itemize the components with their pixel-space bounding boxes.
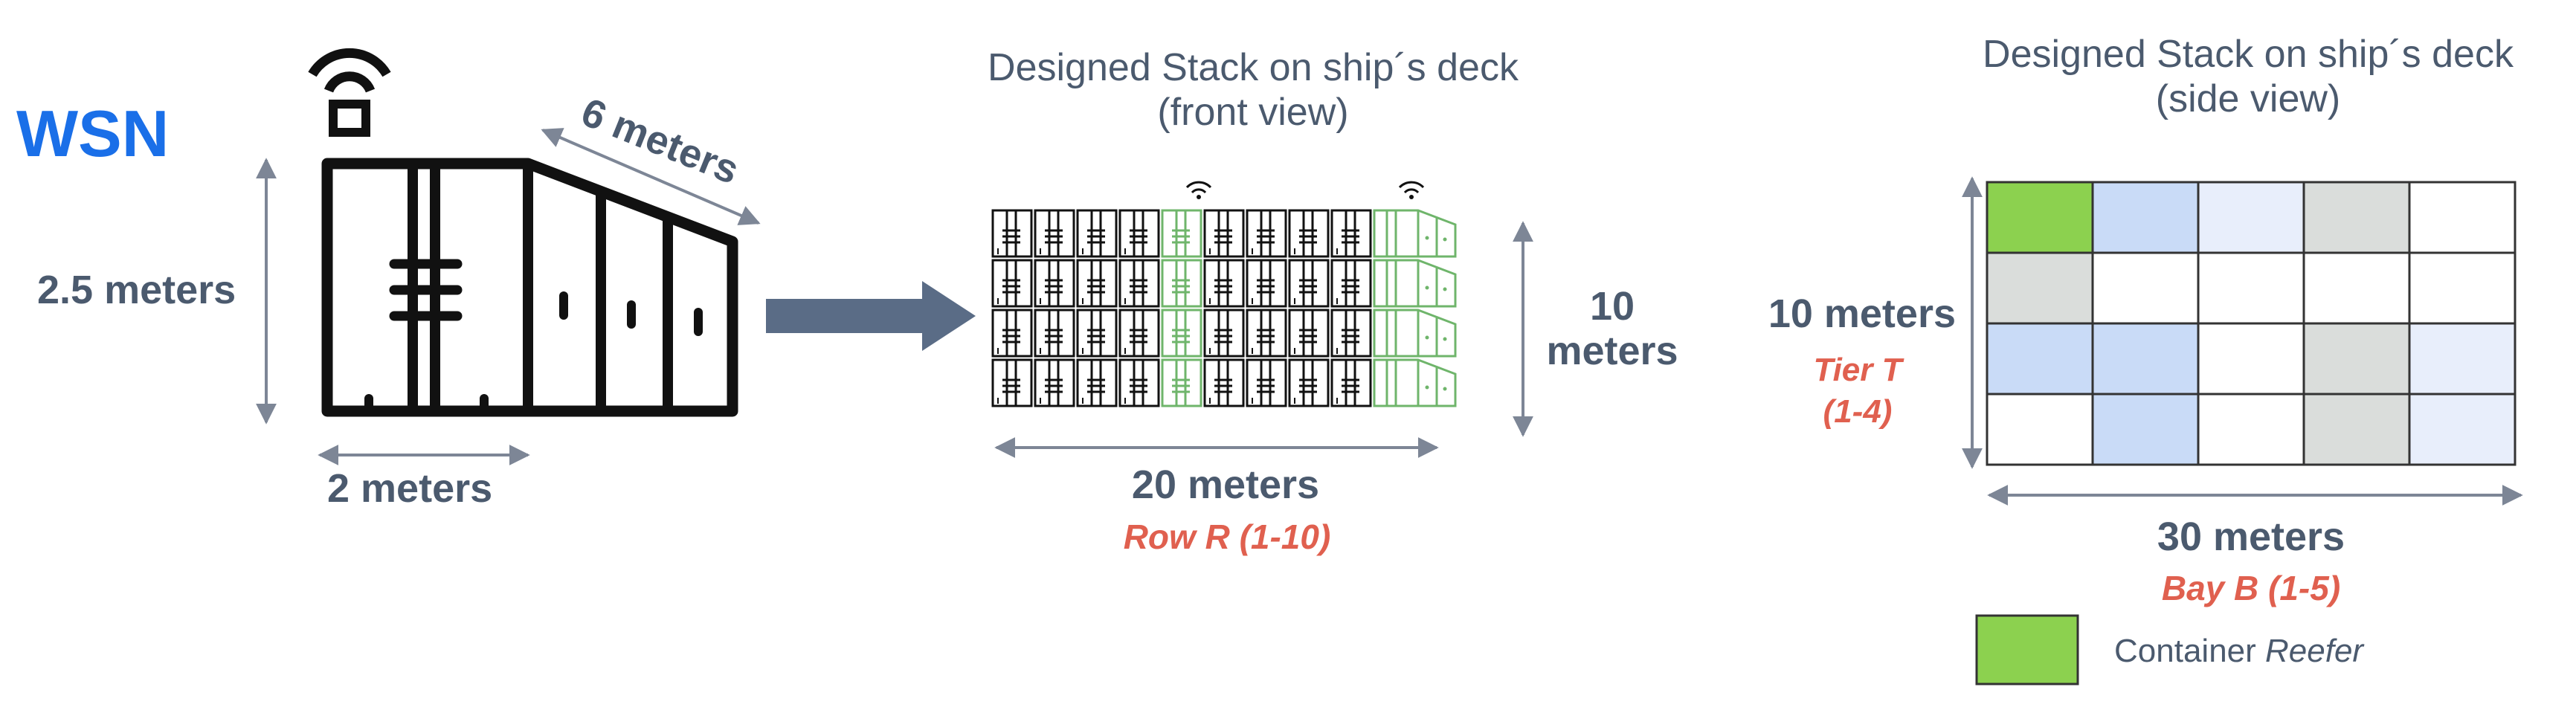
container-icon	[991, 209, 1033, 258]
container-icon	[1288, 209, 1330, 258]
front-view-title-line1: Designed Stack on ship´s deck	[988, 46, 1519, 89]
container-icon	[1203, 259, 1245, 308]
reefer-container-icon	[1373, 309, 1457, 358]
reefer-container-icon	[1161, 209, 1202, 258]
reefer-container-icon	[1161, 358, 1202, 407]
container-cell	[2408, 322, 2517, 396]
container-icon	[1246, 209, 1287, 258]
flow-arrow	[766, 281, 976, 351]
container-icon	[1330, 309, 1372, 358]
container-cell	[1986, 393, 2094, 466]
row-axis-label: Row R (1-10)	[1124, 517, 1331, 556]
container-icon	[1203, 358, 1245, 407]
tier-label-line1: Tier T	[1813, 352, 1904, 388]
tier-label-line2: (1-4)	[1823, 393, 1893, 430]
reefer-container-icon	[1161, 259, 1202, 308]
container-icon	[321, 158, 738, 417]
wifi-icon	[1398, 181, 1425, 201]
container-icon	[1203, 309, 1245, 358]
wireless-sensor-icon	[308, 48, 391, 137]
container-icon	[1246, 358, 1287, 407]
length-dimension-arrow	[541, 128, 761, 225]
container-cell	[2302, 393, 2411, 466]
container-icon	[1330, 259, 1372, 308]
reefer-container-cell	[1986, 181, 2094, 254]
container-icon	[1076, 209, 1118, 258]
front-view-stack	[991, 209, 1457, 407]
container-icon	[1330, 209, 1372, 258]
container-icon	[1034, 209, 1075, 258]
container-cell	[2197, 393, 2305, 466]
container-icon	[1288, 309, 1330, 358]
container-icon	[991, 259, 1033, 308]
container-icon	[1246, 309, 1287, 358]
container-height-label: 2.5 meters	[37, 268, 236, 312]
container-icon	[1246, 259, 1287, 308]
container-cell	[2408, 181, 2517, 254]
container-cell	[2302, 181, 2411, 254]
container-cell	[2408, 393, 2517, 466]
container-icon	[1118, 358, 1160, 407]
wsn-label: WSN	[16, 97, 169, 170]
legend-reefer-label: Container Reefer	[2114, 633, 2365, 669]
bay-axis-label: Bay B (1-5)	[2162, 569, 2340, 607]
container-icon	[1288, 259, 1330, 308]
container-icon	[1034, 259, 1075, 308]
legend-reefer-swatch	[1975, 614, 2079, 685]
container-icon	[1118, 209, 1160, 258]
container-icon	[991, 309, 1033, 358]
reefer-container-icon	[1373, 358, 1457, 407]
container-icon	[1330, 358, 1372, 407]
front-height-label-line1: 10	[1590, 284, 1635, 329]
container-cell	[2197, 251, 2305, 325]
container-cell	[2091, 181, 2200, 254]
front-height-label-line2: meters	[1546, 329, 1678, 373]
reefer-container-icon	[1373, 259, 1457, 308]
container-cell	[1986, 322, 2094, 396]
container-icon	[1203, 209, 1245, 258]
reefer-container-icon	[1373, 209, 1457, 258]
side-width-label: 30 meters	[2157, 514, 2345, 559]
container-cell	[2091, 322, 2200, 396]
side-height-label: 10 meters	[1768, 291, 1956, 336]
container-icon	[1118, 259, 1160, 308]
side-view-grid	[1986, 181, 2517, 466]
reefer-container-icon	[1161, 309, 1202, 358]
front-width-label: 20 meters	[1132, 462, 1319, 507]
front-view-title-line2: (front view)	[1157, 91, 1348, 134]
container-icon	[991, 358, 1033, 407]
container-cell	[2197, 322, 2305, 396]
container-cell	[2302, 322, 2411, 396]
side-view-title-line1: Designed Stack on ship´s deck	[1983, 33, 2514, 76]
container-cell	[2302, 251, 2411, 325]
side-view-title-line2: (side view)	[2156, 77, 2341, 120]
container-icon	[1076, 259, 1118, 308]
container-cell	[2091, 393, 2200, 466]
container-icon	[1034, 358, 1075, 407]
container-cell	[1986, 251, 2094, 325]
container-cell	[2091, 251, 2200, 325]
container-length-label: 6 meters	[576, 89, 745, 193]
container-cell	[2408, 251, 2517, 325]
container-icon	[1288, 358, 1330, 407]
container-icon	[1118, 309, 1160, 358]
container-icon	[1076, 309, 1118, 358]
container-cell	[2197, 181, 2305, 254]
container-icon	[1076, 358, 1118, 407]
container-icon	[1034, 309, 1075, 358]
wifi-icon	[1185, 181, 1212, 201]
container-width-label: 2 meters	[327, 466, 492, 511]
